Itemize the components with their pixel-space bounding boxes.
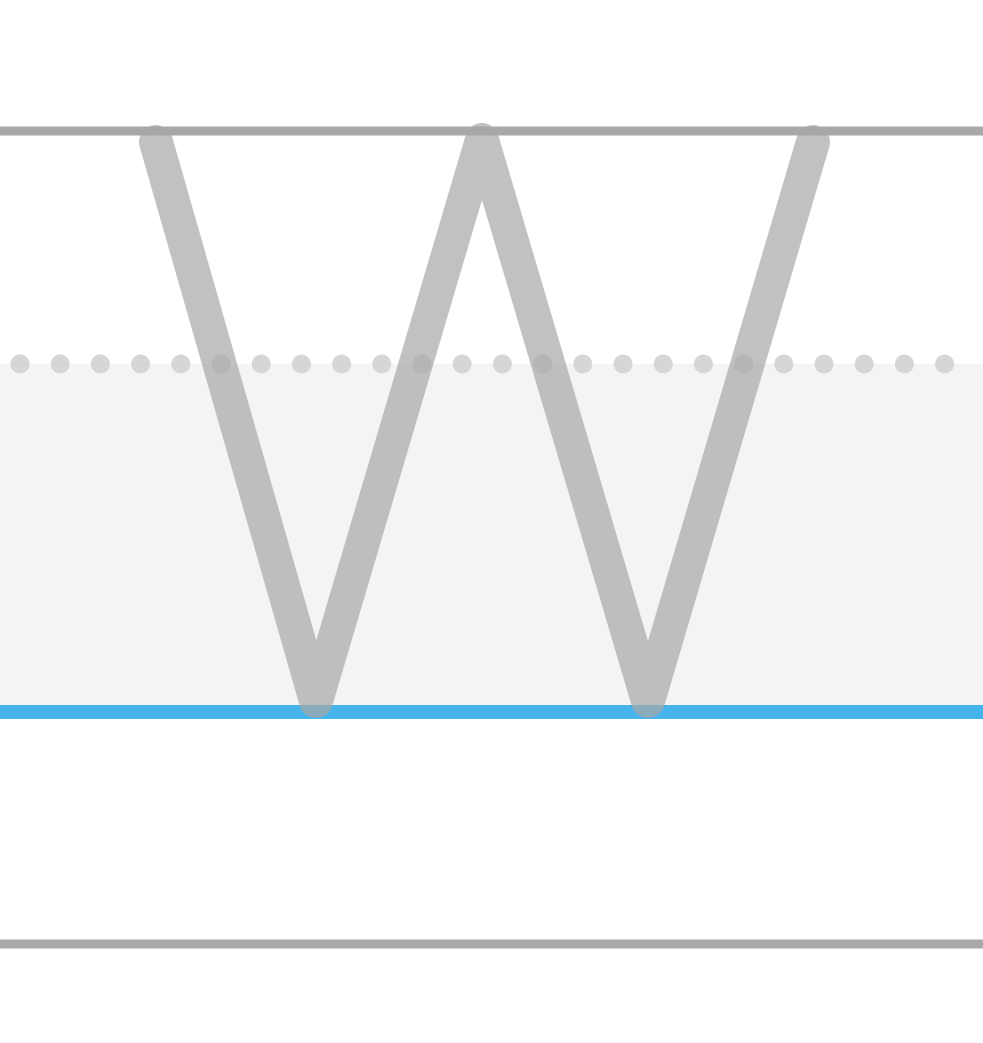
xheight-band [0,364,983,712]
letter-w-stroke [139,123,830,718]
tracing-letter-w [139,123,830,718]
